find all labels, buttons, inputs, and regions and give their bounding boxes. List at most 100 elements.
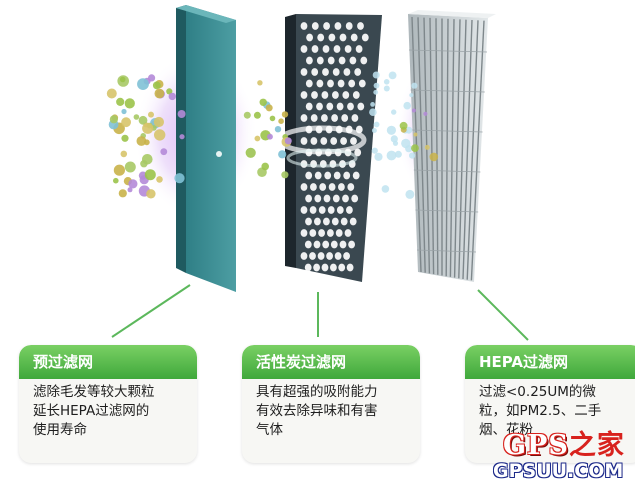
- particle: [390, 135, 398, 143]
- particle: [381, 185, 390, 193]
- connector-lines: [111, 284, 529, 341]
- particle: [423, 111, 428, 116]
- particle: [174, 173, 185, 184]
- carbon-hole: [330, 263, 337, 272]
- hepa-pleat: [411, 16, 422, 273]
- particle: [116, 97, 125, 106]
- carbon-filter-title: 活性炭过滤网: [242, 345, 420, 379]
- carbon-hole: [305, 79, 313, 88]
- carbon-hole: [328, 33, 336, 42]
- watermark-brand: GPS之家: [503, 423, 625, 462]
- particle: [429, 152, 439, 162]
- hepa-filter-description: 过滤<0.25UM的微 粒，如PM2.5、二手 烟、花粉: [465, 379, 635, 440]
- hepa-filter-panel: [408, 10, 496, 282]
- description-line: 粒，如PM2.5、二手: [479, 403, 602, 419]
- particle: [142, 122, 154, 134]
- particle: [369, 108, 377, 116]
- carbon-hole: [346, 206, 353, 214]
- particle: [411, 108, 416, 113]
- particle: [106, 88, 117, 99]
- watermark-brand-latin: GPS: [503, 430, 569, 461]
- carbon-hole: [305, 102, 313, 111]
- carbon-hole: [358, 79, 366, 88]
- carbon-hole: [300, 137, 308, 145]
- particle: [409, 152, 416, 159]
- carbon-hole: [310, 114, 318, 122]
- particle: [253, 111, 261, 119]
- connector-line-prefilter: [111, 284, 191, 338]
- particle: [388, 71, 397, 80]
- carbon-hole: [317, 33, 325, 42]
- particle: [284, 137, 292, 145]
- carbon-hole: [311, 91, 318, 99]
- particle: [243, 111, 251, 119]
- particle: [153, 116, 164, 128]
- description-line: 烟、花粉: [479, 422, 533, 438]
- carbon-hole: [322, 45, 330, 53]
- prefilter-description: 滤除毛发等较大颗粒 延长HEPA过滤网的 使用寿命: [19, 379, 197, 440]
- particle: [113, 164, 125, 176]
- hepa-pleat: [470, 20, 485, 281]
- carbon-hole: [309, 229, 317, 237]
- hepa-pleat: [429, 17, 435, 275]
- particle: [113, 177, 119, 184]
- carbon-hole: [342, 91, 350, 99]
- hepa-pleat: [415, 209, 479, 213]
- particle: [127, 187, 133, 193]
- carbon-hole: [300, 22, 308, 30]
- carbon-hole: [344, 229, 352, 237]
- carbon-hole: [320, 137, 328, 145]
- carbon-filter-card: 活性炭过滤网 具有超强的吸附能力 有效去除异味和有害 气体: [242, 345, 420, 463]
- particle: [259, 98, 267, 107]
- particle: [267, 133, 273, 140]
- carbon-hole: [300, 206, 308, 214]
- carbon-hole: [305, 171, 313, 180]
- particle: [411, 144, 419, 153]
- particle: [265, 104, 273, 112]
- carbon-hole: [332, 194, 340, 203]
- prefilter-card: 预过滤网 滤除毛发等较大颗粒 延长HEPA过滤网的 使用寿命: [19, 345, 197, 463]
- particle: [261, 162, 270, 171]
- particle: [156, 176, 163, 183]
- carbon-hole: [306, 56, 313, 65]
- hepa-pleat: [466, 20, 479, 280]
- particle: [399, 121, 408, 130]
- particle: [166, 88, 173, 95]
- carbon-hole: [345, 22, 353, 30]
- carbon-filter-panel: [277, 14, 382, 282]
- carbon-hole: [313, 263, 320, 272]
- hepa-pleat: [410, 89, 485, 93]
- carbon-hole: [346, 263, 354, 272]
- connector-line-hepa: [477, 289, 529, 341]
- carbon-hole: [306, 33, 313, 42]
- carbon-hole: [314, 194, 322, 203]
- prefilter-panel: [176, 5, 236, 292]
- particle: [177, 110, 186, 118]
- particle: [372, 71, 380, 79]
- carbon-hole: [323, 194, 331, 203]
- carbon-hole: [316, 102, 323, 111]
- carbon-hole: [350, 33, 358, 42]
- hepa-pleat: [408, 49, 488, 53]
- carbon-hole: [334, 252, 342, 260]
- carbon-hole: [331, 217, 339, 226]
- carbon-hole: [326, 252, 333, 260]
- carbon-hole: [318, 206, 326, 214]
- particle: [383, 79, 390, 85]
- particle: [121, 134, 129, 142]
- carbon-hole: [300, 45, 308, 53]
- carbon-hole: [343, 252, 350, 260]
- description-line: 气体: [256, 422, 283, 438]
- carbon-hole: [330, 240, 338, 249]
- carbon-hole: [349, 56, 357, 65]
- carbon-hole: [311, 22, 319, 30]
- carbon-hole: [355, 45, 363, 53]
- particle: [386, 125, 396, 135]
- particle: [269, 115, 276, 122]
- carbon-hole: [324, 171, 332, 180]
- particle: [146, 189, 156, 199]
- carbon-hole: [300, 183, 308, 191]
- carbon-hole: [340, 137, 347, 145]
- carbon-hole: [300, 114, 308, 122]
- particle: [152, 81, 161, 90]
